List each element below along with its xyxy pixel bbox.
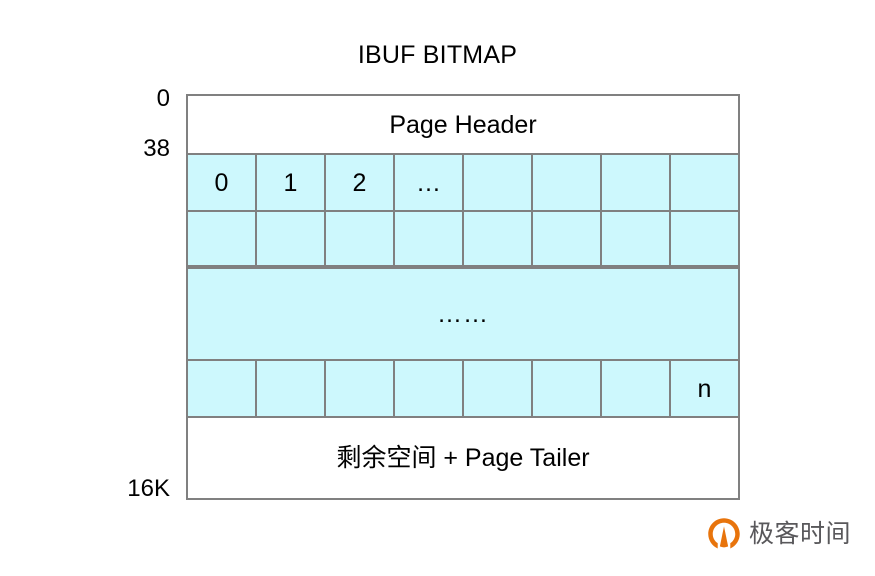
table-row-page-header: Page Header (188, 96, 738, 153)
page-layout-table: Page Header 0 1 2 … …… n 剩余 (186, 94, 740, 500)
bitmap-cell: … (395, 155, 464, 210)
offset-label-top: 0 (156, 85, 170, 112)
bitmap-cell (326, 361, 395, 416)
bitmap-cell (671, 155, 738, 210)
bitmap-cell (533, 361, 602, 416)
bitmap-cell: 2 (326, 155, 395, 210)
table-row-bitmap-2 (188, 210, 738, 267)
page-header-label: Page Header (389, 110, 537, 139)
bitmap-cell (188, 361, 257, 416)
bitmap-cell-n: n (671, 361, 738, 416)
geektime-logo-icon (708, 518, 740, 549)
bitmap-cell (326, 212, 395, 265)
bitmap-cell (257, 212, 326, 265)
bitmap-cell (188, 212, 257, 265)
page-tailer-label: 剩余空间 + Page Tailer (336, 443, 590, 472)
bitmap-cell (602, 361, 671, 416)
bitmap-cell (602, 212, 671, 265)
bitmap-cell (671, 212, 738, 265)
page-title: IBUF BITMAP (357, 41, 518, 69)
bitmap-cell (533, 155, 602, 210)
bitmap-cell (464, 361, 533, 416)
offset-label-bottom: 16K (127, 475, 170, 502)
bitmap-cell (464, 212, 533, 265)
bitmap-cell (464, 155, 533, 210)
offset-label-header-end: 38 (143, 135, 170, 162)
bitmap-cell (395, 212, 464, 265)
bitmap-cell (257, 361, 326, 416)
table-row-ellipsis: …… (188, 267, 738, 361)
bitmap-cell (602, 155, 671, 210)
watermark-brand-text: 极客时间 (749, 520, 852, 548)
ellipsis-label: …… (437, 300, 489, 328)
bitmap-cell (395, 361, 464, 416)
bitmap-cell (533, 212, 602, 265)
bitmap-cell: 1 (257, 155, 326, 210)
bitmap-cell: 0 (188, 155, 257, 210)
table-row-bitmap-1: 0 1 2 … (188, 153, 738, 210)
table-row-bitmap-last: n (188, 361, 738, 418)
table-row-page-tailer: 剩余空间 + Page Tailer (188, 418, 738, 497)
watermark: 极客时间 (706, 516, 851, 552)
